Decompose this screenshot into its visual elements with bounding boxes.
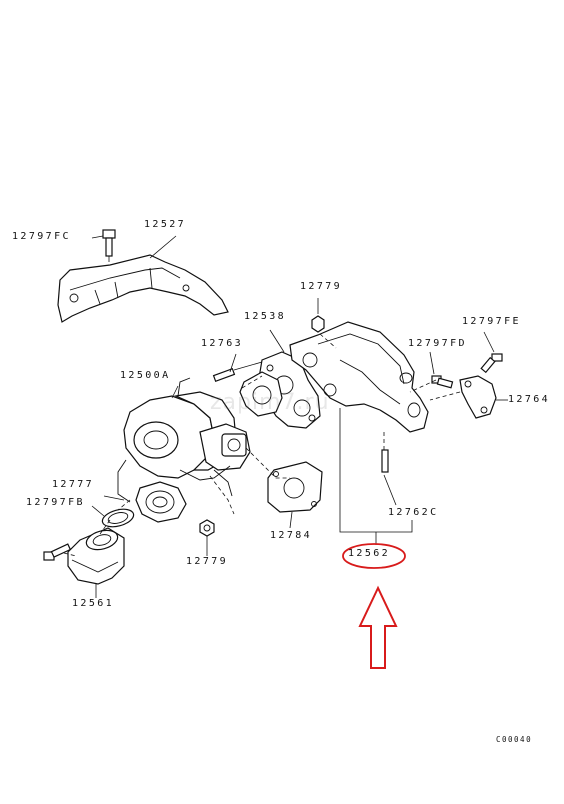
label-12797FB: 12797FB	[26, 497, 85, 508]
watermark: zapim7.ru	[210, 390, 330, 415]
leader-12562	[339, 408, 413, 545]
label-12538: 12538	[244, 311, 287, 322]
label-12527: 12527	[144, 219, 187, 230]
drawing-code: C00040	[496, 735, 533, 744]
bracket-12764	[459, 375, 508, 419]
label-12779-bottom: 12779	[186, 556, 229, 567]
label-12797FD: 12797FD	[408, 338, 467, 349]
label-12777: 12777	[52, 479, 95, 490]
stud-12763	[212, 361, 263, 383]
elbow-12561	[67, 527, 125, 585]
leader-lines	[91, 235, 495, 598]
bolt-12797FD	[431, 375, 454, 389]
bolt-12797FB	[43, 543, 72, 561]
label-12784: 12784	[270, 530, 313, 541]
label-12562: 12562	[348, 548, 391, 559]
gasket-12784	[267, 461, 323, 513]
assembly-lines	[63, 333, 461, 557]
stud-12762C	[381, 449, 397, 506]
nut-12779-bottom	[199, 519, 215, 537]
label-12762C: 12762C	[388, 507, 439, 518]
highlight-ellipse	[342, 543, 406, 569]
turbocharger-12500A	[117, 377, 251, 523]
label-12779-top: 12779	[300, 281, 343, 292]
oring-12777	[101, 508, 135, 528]
bolt-12797FC	[102, 229, 116, 262]
heat-shield-12527	[57, 254, 229, 323]
bolt-12797FE	[480, 353, 503, 374]
label-12763: 12763	[201, 338, 244, 349]
label-12797FC: 12797FC	[12, 231, 71, 242]
label-12797FE: 12797FE	[462, 316, 521, 327]
exhaust-manifold-12562	[289, 321, 429, 433]
nut-12779-top	[311, 298, 325, 333]
label-12500A: 12500A	[120, 370, 171, 381]
highlight-arrow	[358, 585, 398, 669]
label-12561: 12561	[72, 598, 115, 609]
label-12764: 12764	[508, 394, 551, 405]
